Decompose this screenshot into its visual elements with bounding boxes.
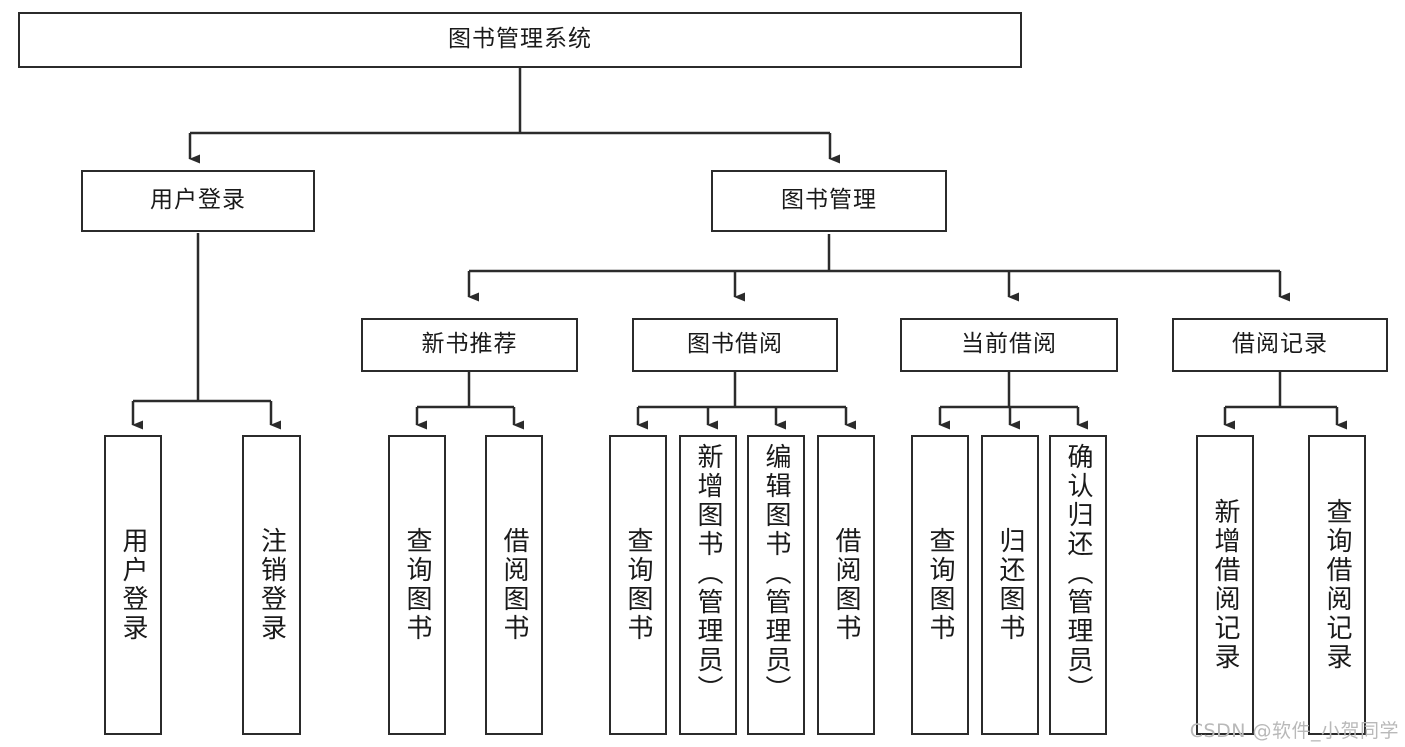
node-root-system[interactable]: 图书管理系统 (18, 12, 1022, 68)
node-label: 用户登录 (150, 187, 246, 214)
node-label: 新增借阅记录 (1210, 498, 1240, 672)
watermark-text: CSDN @软件_小贺同学 (1189, 720, 1399, 742)
node-book-manage[interactable]: 图书管理 (711, 170, 947, 232)
node-leaf-confirm-return[interactable]: 确认归还（管理员） (1049, 435, 1107, 735)
node-borrow-record[interactable]: 借阅记录 (1172, 318, 1388, 372)
node-leaf-add-record[interactable]: 新增借阅记录 (1196, 435, 1254, 735)
node-label: 查询图书 (623, 527, 653, 643)
node-label: 新增图书（管理员） (693, 443, 723, 704)
node-book-borrow[interactable]: 图书借阅 (632, 318, 838, 372)
node-leaf-logout-login[interactable]: 注销登录 (242, 435, 301, 735)
node-leaf-user-login[interactable]: 用户登录 (104, 435, 162, 735)
node-leaf-query-book-3[interactable]: 查询图书 (911, 435, 969, 735)
node-new-book-recommend[interactable]: 新书推荐 (361, 318, 578, 372)
node-leaf-borrow-book-1[interactable]: 借阅图书 (485, 435, 543, 735)
node-label: 当前借阅 (961, 331, 1057, 358)
node-label: 借阅图书 (499, 527, 529, 643)
node-label: 查询图书 (402, 527, 432, 643)
node-label: 查询图书 (925, 527, 955, 643)
node-leaf-add-book[interactable]: 新增图书（管理员） (679, 435, 737, 735)
node-label: 图书管理系统 (448, 26, 592, 53)
node-user-login[interactable]: 用户登录 (81, 170, 315, 232)
node-label: 新书推荐 (421, 331, 518, 358)
node-label: 归还图书 (995, 527, 1025, 643)
node-label: 用户登录 (118, 527, 148, 643)
node-leaf-query-record[interactable]: 查询借阅记录 (1308, 435, 1366, 735)
node-label: 查询借阅记录 (1322, 498, 1352, 672)
node-leaf-borrow-book-2[interactable]: 借阅图书 (817, 435, 875, 735)
node-label: 图书管理 (781, 187, 877, 214)
node-leaf-return-book[interactable]: 归还图书 (981, 435, 1039, 735)
node-label: 编辑图书（管理员） (761, 443, 791, 704)
node-current-borrow[interactable]: 当前借阅 (900, 318, 1118, 372)
node-label: 图书借阅 (687, 331, 783, 358)
node-label: 注销登录 (256, 527, 287, 643)
node-leaf-query-book-1[interactable]: 查询图书 (388, 435, 446, 735)
node-label: 借阅记录 (1232, 331, 1328, 358)
node-leaf-query-book-2[interactable]: 查询图书 (609, 435, 667, 735)
node-label: 借阅图书 (831, 527, 861, 643)
node-label: 确认归还（管理员） (1063, 443, 1093, 704)
node-leaf-edit-book[interactable]: 编辑图书（管理员） (747, 435, 805, 735)
